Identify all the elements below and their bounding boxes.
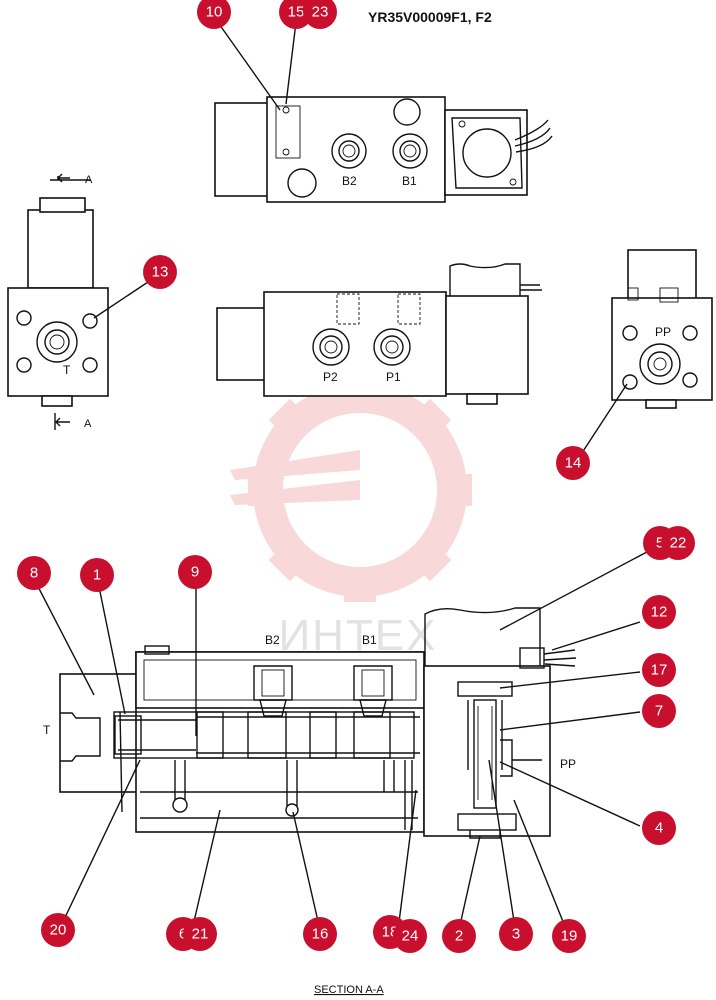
label-p1: P1	[386, 370, 401, 384]
port-p2	[312, 328, 350, 366]
label-t-end: T	[63, 363, 71, 377]
label-b1-section: B1	[362, 633, 377, 647]
port-b2-top	[331, 133, 367, 169]
callout-20: 20	[41, 913, 75, 947]
callout-12: 12	[642, 595, 676, 629]
callout-9: 9	[178, 555, 212, 589]
spool-section	[113, 711, 420, 759]
check-valve-b1	[353, 665, 393, 717]
watermark-logo	[230, 378, 472, 602]
label-b2-top: B2	[342, 174, 357, 188]
callout-7: 7	[642, 694, 676, 728]
callout-8: 8	[17, 556, 51, 590]
svg-text:1: 1	[93, 567, 101, 584]
label-p2: P2	[323, 370, 338, 384]
svg-text:9: 9	[191, 564, 199, 581]
label-pp-end: PP	[655, 325, 671, 339]
drawing-code: YR35V00009F1, F2	[368, 9, 492, 25]
left-end-view: A T A	[7, 173, 109, 430]
svg-text:15: 15	[288, 4, 305, 21]
callout-21: 21	[183, 917, 217, 951]
front-view: P2 P1	[216, 263, 542, 405]
svg-text:2: 2	[455, 928, 463, 945]
svg-text:12: 12	[651, 604, 668, 621]
label-section-a-top: A	[85, 174, 93, 186]
callout-22: 22	[661, 526, 695, 560]
callout-14: 14	[556, 446, 590, 480]
top-view: B2 B1	[214, 96, 553, 203]
label-b1-top: B1	[402, 174, 417, 188]
callout-3: 3	[499, 917, 533, 951]
svg-text:24: 24	[402, 928, 419, 945]
svg-text:13: 13	[152, 264, 169, 281]
callout-23: 23	[303, 0, 337, 29]
solenoid-housing-section	[423, 607, 577, 837]
callout-13: 13	[143, 255, 177, 289]
callout-4: 4	[642, 811, 676, 845]
svg-text:17: 17	[651, 662, 668, 679]
callout-10: 10	[197, 0, 231, 29]
leader-lines	[31, 13, 661, 935]
svg-text:21: 21	[192, 926, 209, 943]
svg-text:3: 3	[512, 926, 520, 943]
label-pp-section: PP	[560, 757, 576, 771]
section-view: T B2 B1	[43, 607, 577, 996]
label-section-a-bottom: A	[84, 418, 92, 430]
svg-text:23: 23	[312, 4, 329, 21]
callout-1: 1	[80, 558, 114, 592]
callout-2: 2	[442, 919, 476, 953]
svg-text:8: 8	[30, 565, 38, 582]
port-p1	[373, 328, 411, 366]
callout-19: 19	[552, 919, 586, 953]
svg-text:5: 5	[656, 535, 664, 552]
right-end-view: PP	[611, 249, 713, 409]
label-t-section: T	[43, 723, 51, 737]
svg-text:22: 22	[670, 535, 687, 552]
svg-text:16: 16	[312, 926, 329, 943]
callout-17: 17	[642, 653, 676, 687]
label-b2-section: B2	[265, 633, 280, 647]
svg-text:20: 20	[50, 922, 67, 939]
check-valve-b2	[253, 665, 293, 717]
svg-text:4: 4	[655, 820, 663, 837]
port-b1-top	[392, 133, 428, 169]
callouts: 10 15 23 13 14 5 22 8 1 9 12 17 7 4 20 6…	[17, 0, 695, 953]
svg-text:14: 14	[565, 455, 582, 472]
callout-16: 16	[303, 917, 337, 951]
svg-text:10: 10	[206, 4, 223, 21]
callout-24: 24	[393, 919, 427, 953]
svg-text:19: 19	[561, 928, 578, 945]
solenoid-coil-top	[451, 117, 553, 189]
svg-text:7: 7	[655, 703, 663, 720]
section-title: SECTION A-A	[314, 984, 384, 996]
